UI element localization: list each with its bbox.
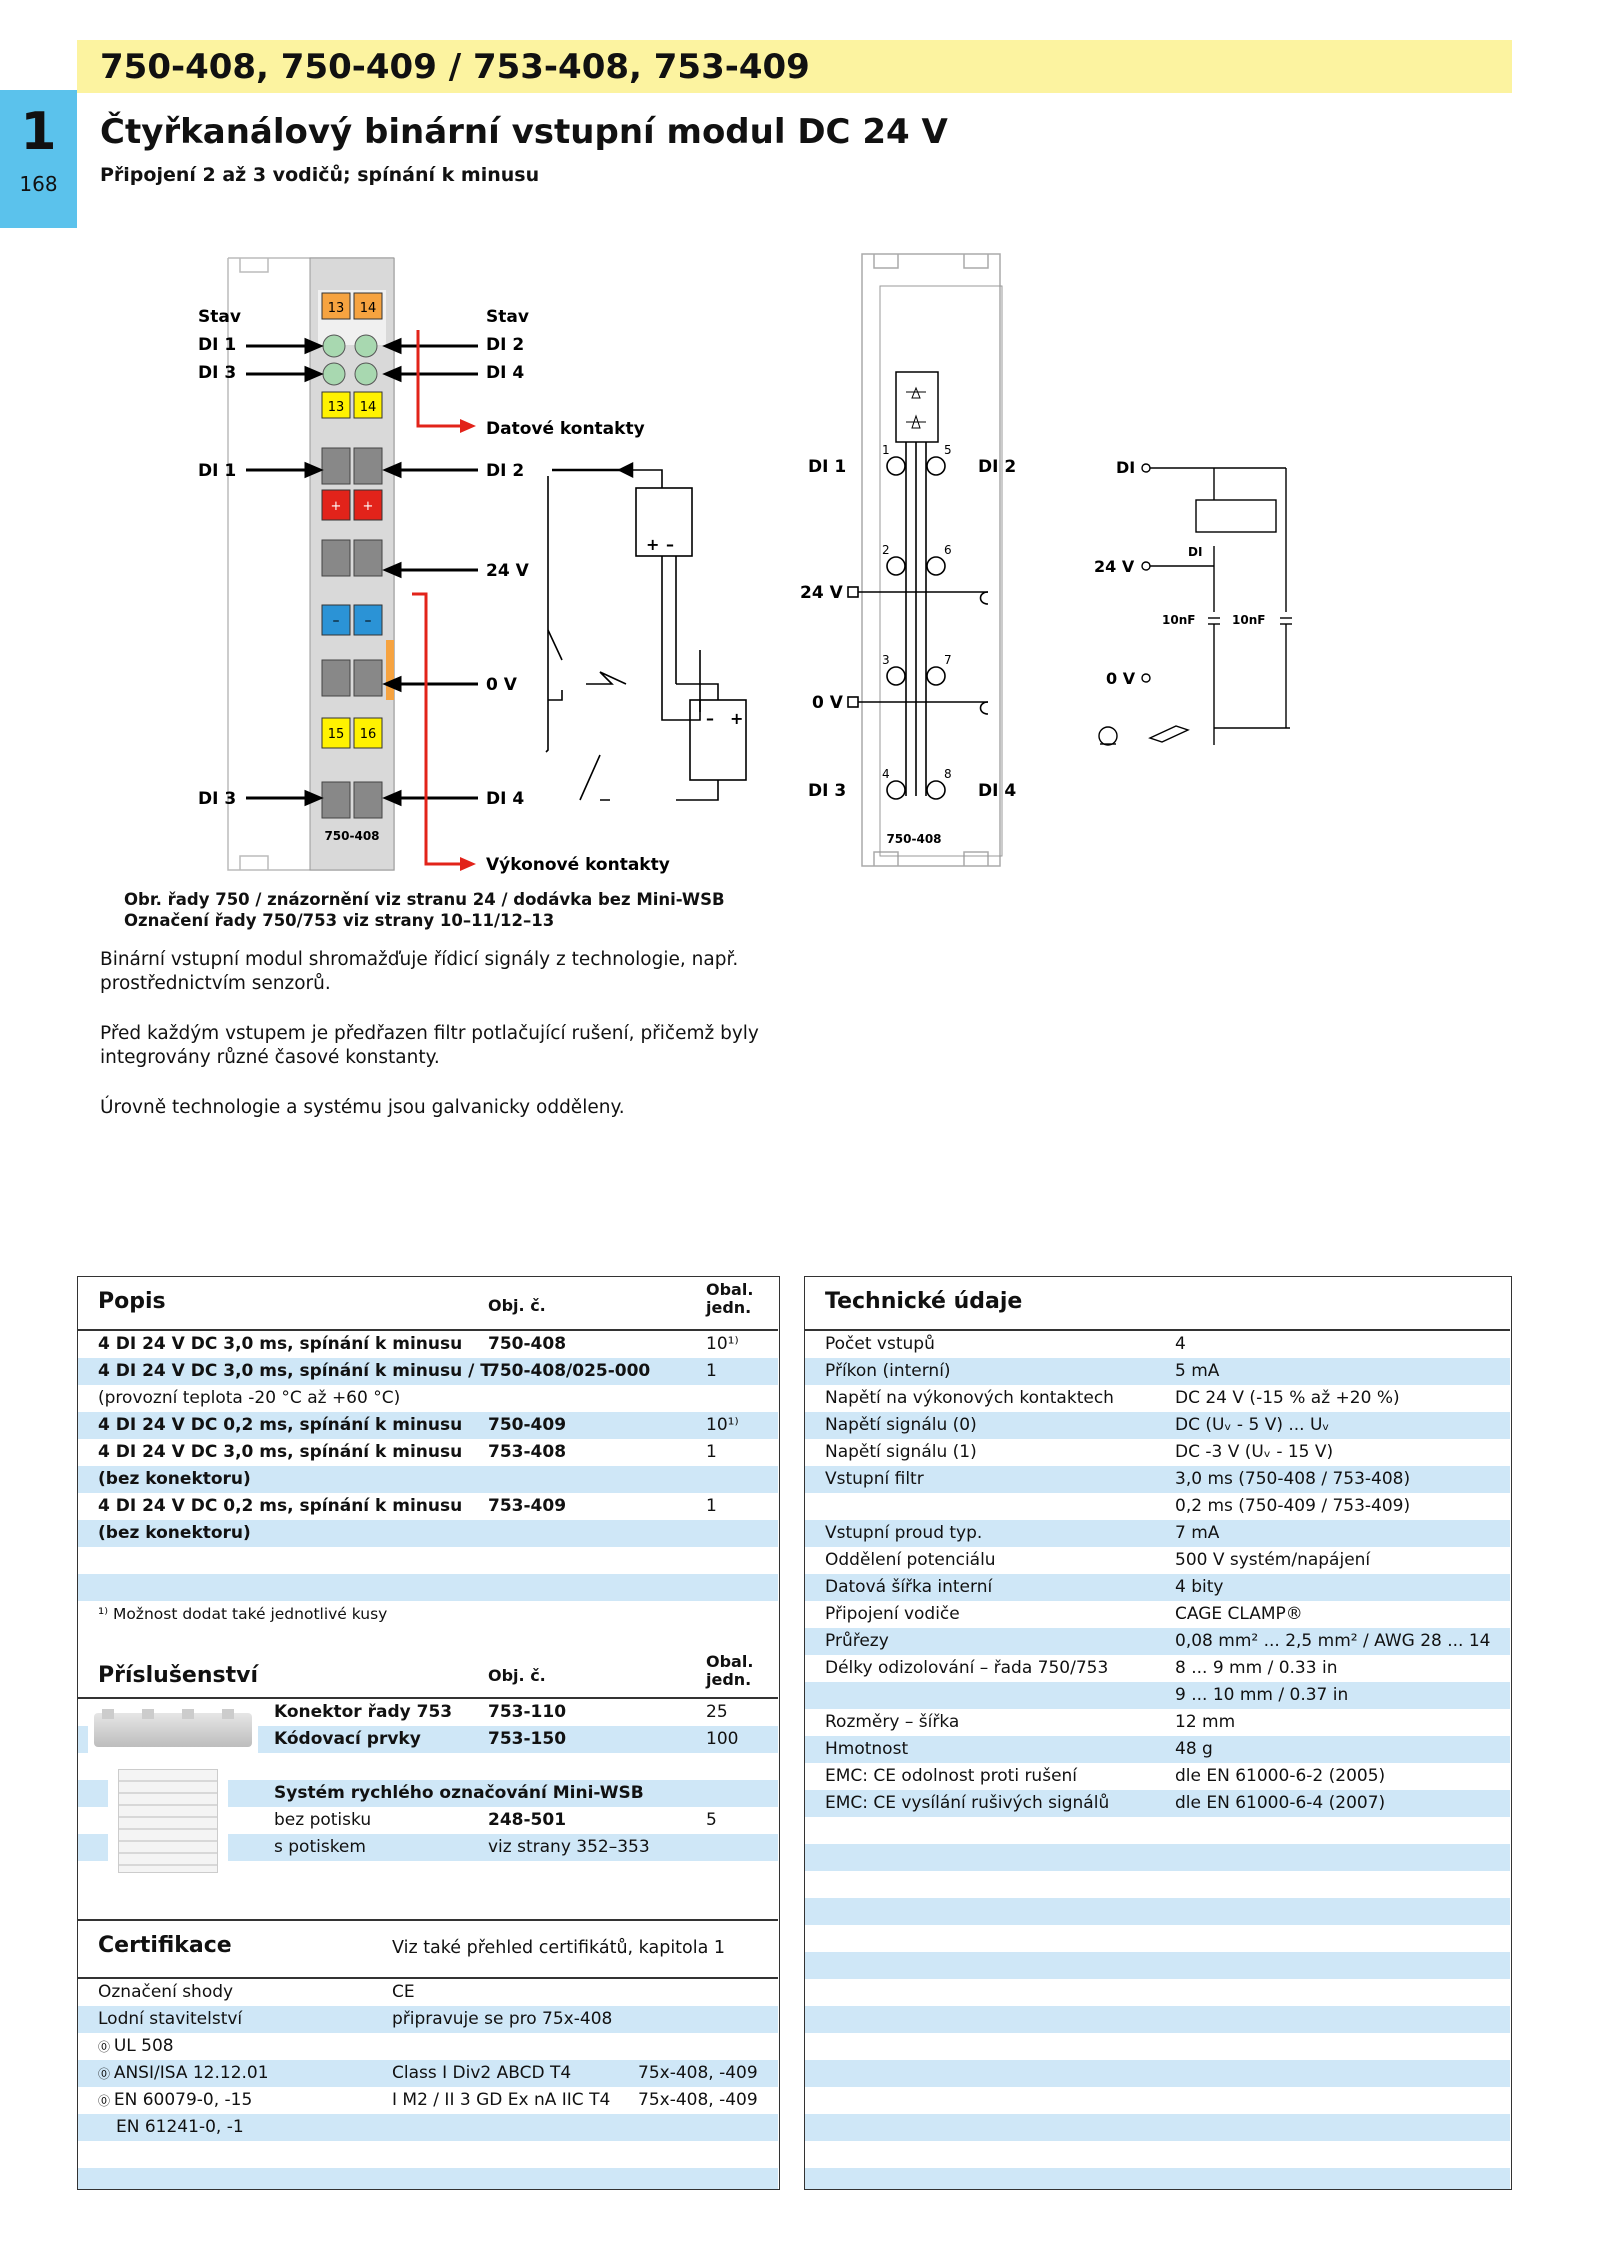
description-paragraph: Před každým vstupem je předřazen filtr p… [100,1023,759,1068]
ul-icon: ⓪ [98,2040,114,2054]
mini-wsb-image [108,1761,228,1881]
svg-text:1: 1 [882,443,890,457]
svg-text:–: – [365,613,372,629]
page-title: Čtyřkanálový binární vstupní modul DC 24… [100,112,948,152]
circuit-0v: 0 V [1106,669,1136,688]
label-di4: DI 4 [486,363,524,383]
led-label: 14 [360,301,377,316]
page-number: 168 [19,172,58,196]
description-paragraph: Úrovně technologie a systému jsou galvan… [100,1097,625,1118]
figure-caption: Obr. řady 750 / znázornění viz stranu 24… [124,890,725,930]
svg-text:+: + [363,499,374,514]
svg-text:–: – [666,535,674,554]
wiring-diagram: 13 14 13 14 + + – – 15 16 750-408 Stav D… [198,253,1292,875]
popis-title: Popis [98,1289,166,1314]
schem-module-label: 750-408 [886,832,941,846]
schem-0v: 0 V [812,693,844,713]
prislusenstvi-table: Konektor řady 753 753-110 25 Kódovací pr… [78,1699,778,1888]
led-label: 16 [360,727,377,742]
svg-text:2: 2 [882,543,890,557]
svg-text:–: – [706,709,714,728]
schem-di3: DI 3 [808,781,846,801]
label-di2-b: DI 2 [486,461,524,481]
left-panel: Popis Obj. č. Obal. jedn. 4 DI 24 V DC 3… [77,1276,780,2190]
popis-footnote: ¹⁾ Možnost dodat také jednotlivé kusy [98,1605,388,1623]
label-0v: 0 V [486,675,518,695]
stav-right: Stav [486,307,529,327]
svg-text:+: + [646,535,659,554]
led-label: 14 [360,400,377,415]
ex-icon: ⓪ [98,2094,114,2108]
label-di1: DI 1 [198,335,236,355]
stav-left: Stav [198,307,241,327]
svg-text:5: 5 [944,443,952,457]
svg-text:3: 3 [882,653,890,667]
prislusenstvi-title: Příslušenství [98,1663,258,1688]
product-codes: 750-408, 750-409 / 753-408, 753-409 [100,47,810,87]
svg-text:4: 4 [882,767,890,781]
svg-text:DI: DI [1188,545,1202,559]
certifikace-table: Označení shody CE Lodní stavitelství při… [78,1979,778,2189]
technicke-title: Technické údaje [825,1289,1023,1314]
svg-text:–: – [333,613,340,629]
certifikace-title: Certifikace [98,1933,232,1958]
label-24v: 24 V [486,561,530,581]
connector-image [88,1703,258,1755]
circuit-di: DI [1116,458,1135,477]
label-di3: DI 3 [198,363,236,383]
description-paragraph: Binární vstupní modul shromažďuje řídicí… [100,949,739,994]
schem-di4: DI 4 [978,781,1016,801]
label-di1-b: DI 1 [198,461,236,481]
circuit-24v: 24 V [1094,557,1135,576]
svg-text:+: + [730,709,743,728]
svg-text:8: 8 [944,767,952,781]
schem-24v: 24 V [800,583,844,603]
svg-text:+: + [331,499,342,514]
led-label: 13 [328,400,345,415]
module-label: 750-408 [324,829,379,843]
certifikace-note: Viz také přehled certifikátů, kapitola 1 [392,1938,726,1958]
svg-text:10nF: 10nF [1162,613,1195,627]
svg-text:10nF: 10nF [1232,613,1265,627]
datove-kontakty: Datové kontakty [486,419,645,439]
chapter-tab: 1 168 [0,90,77,228]
popis-table: 4 DI 24 V DC 3,0 ms, spínání k minusu 75… [78,1331,778,1628]
schem-di2: DI 2 [978,457,1016,477]
label-di4-b: DI 4 [486,789,524,809]
title-bar [77,40,1512,93]
schem-di1: DI 1 [808,457,846,477]
chapter-number: 1 [20,102,57,162]
svg-text:7: 7 [944,653,952,667]
page-subtitle: Připojení 2 až 3 vodičů; spínání k minus… [100,164,540,186]
led-label: 13 [328,301,345,316]
ul-icon: ⓪ [98,2067,114,2081]
led-label: 15 [328,727,345,742]
label-di3-b: DI 3 [198,789,236,809]
label-di2: DI 2 [486,335,524,355]
svg-text:6: 6 [944,543,952,557]
vykonove-kontakty: Výkonové kontakty [486,855,670,875]
